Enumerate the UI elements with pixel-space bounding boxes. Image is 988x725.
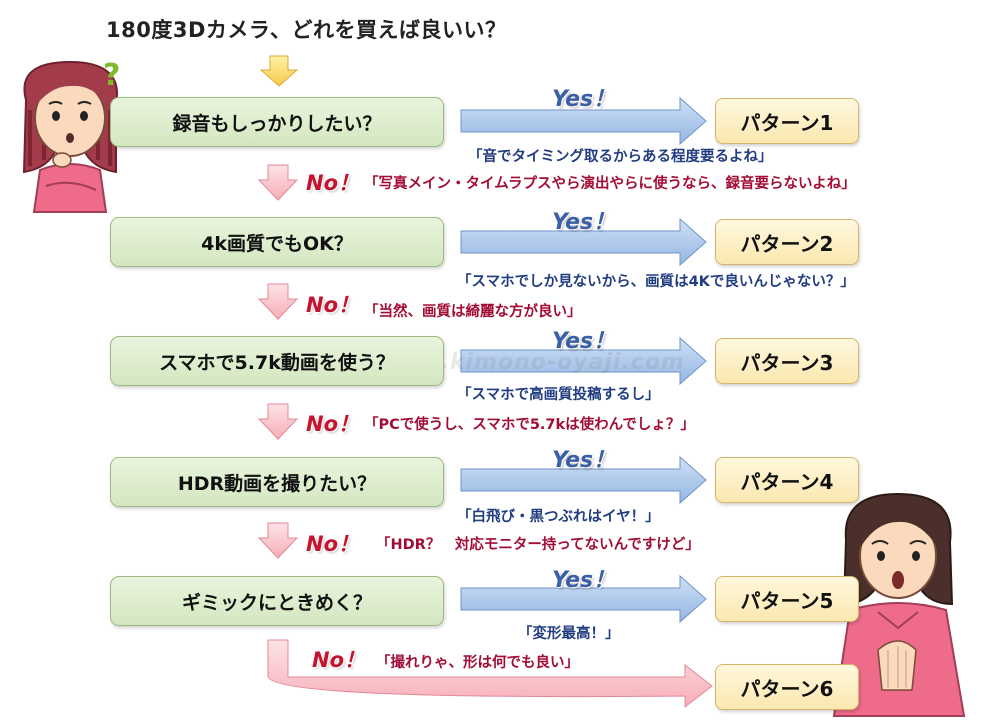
yes-label-3: Yes！ (552, 329, 616, 354)
pattern-box-1: パターン1 (715, 98, 859, 144)
no-arrow-2 (257, 283, 299, 320)
no-label-3: No！ (306, 412, 360, 436)
no-comment-1: 「写真メイン・タイムラプスやら演出やらに使うなら、録音要らないよね」 (364, 176, 856, 192)
yes-comment-1: 「音でタイミング取るからある程度要るよね」 (468, 149, 773, 165)
question-box-3: スマホで5.7k動画を使う？ (110, 336, 444, 386)
no-comment-2: 「当然、画質は綺麗な方が良い」 (364, 304, 582, 320)
yes-comment-3: 「スマホで高画質投稿するし」 (457, 387, 660, 403)
yes-arrow-1 (460, 96, 707, 146)
yes-comment-4: 「白飛び・黒つぶれはイヤ！」 (457, 509, 660, 525)
yes-comment-5: 「変形最高！」 (518, 626, 620, 642)
yes-comment-2: 「スマホでしか見ないから、画質は4Kで良いんじゃない？」 (457, 274, 855, 290)
question-box-4: HDR動画を撮りたい？ (110, 457, 444, 507)
yes-label-2: Yes！ (552, 210, 616, 235)
pattern-box-5: パターン5 (715, 576, 859, 622)
no-arrow-4 (257, 522, 299, 559)
no-label-4: No！ (306, 532, 360, 556)
no-label-1: No！ (306, 171, 360, 195)
question-box-2: 4k画質でもOK？ (110, 217, 444, 267)
pattern-box-4: パターン4 (715, 457, 859, 503)
no-arrow-3 (257, 403, 299, 440)
yes-arrow-3 (460, 336, 707, 386)
page-title: 180度3Dカメラ、どれを買えば良いい？ (106, 18, 507, 42)
no-comment-4: 「HDR？ 対応モニター持ってないんですけど」 (376, 537, 700, 553)
no-comment-3: 「PCで使うし、スマホで5.7kは使わんでしょ？」 (364, 417, 695, 433)
yes-label-4: Yes！ (552, 448, 616, 473)
yes-label-1: Yes！ (552, 87, 616, 112)
start-down-arrow-icon (259, 55, 299, 87)
yes-arrow-2 (460, 217, 707, 267)
question-mark-icon: ? (103, 58, 121, 93)
yes-label-5: Yes！ (552, 568, 616, 593)
yes-arrow-4 (460, 455, 707, 505)
question-box-5: ギミックにときめく？ (110, 576, 444, 626)
no-label-2: No！ (306, 293, 360, 317)
no-label-5: No！ (312, 648, 366, 672)
woman-surprised-illustration (832, 492, 966, 717)
no-arrow-1 (257, 164, 299, 201)
no-comment-5: 「撮れりゃ、形は何でも良い」 (376, 655, 579, 671)
no-arrow-final (267, 639, 713, 709)
yes-arrow-5 (460, 574, 707, 624)
woman-thinking-illustration (22, 60, 118, 213)
pattern-box-6: パターン6 (715, 664, 859, 710)
question-box-1: 録音もしっかりしたい？ (110, 97, 444, 147)
pattern-box-2: パターン2 (715, 219, 859, 265)
pattern-box-3: パターン3 (715, 338, 859, 384)
